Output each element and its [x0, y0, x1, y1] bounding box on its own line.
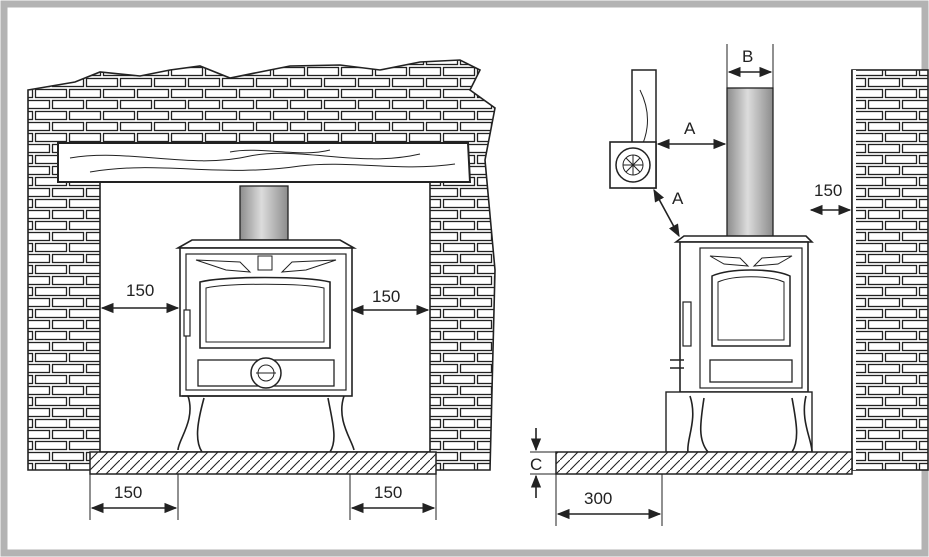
front-hearth-right-label: 150 [374, 483, 402, 502]
wooden-lintel [57, 142, 472, 183]
side-stove [665, 235, 814, 453]
front-left-clearance-label: 150 [126, 281, 154, 300]
front-hearth-left-label: 150 [114, 483, 142, 502]
front-view: 150 150 150 150 [27, 59, 496, 520]
clearance-to-wall-label: A [684, 119, 696, 138]
side-view: B A A 150 [530, 44, 929, 526]
front-stove [174, 239, 358, 453]
clearance-to-vent-label: A [672, 189, 684, 208]
clearance-to-vent-arrow [653, 188, 680, 238]
front-right-clearance-label: 150 [372, 287, 400, 306]
side-right-brick-wall [851, 69, 929, 471]
hearth-front-projection-label: 300 [584, 489, 612, 508]
flue-diameter-label: B [742, 47, 753, 66]
rear-clearance-label: 150 [814, 181, 842, 200]
side-flue-pipe [726, 87, 774, 239]
front-hearth [89, 451, 437, 475]
side-hearth [555, 451, 853, 475]
hearth-thickness-label: C [530, 455, 542, 474]
front-flue-pipe [239, 185, 289, 241]
